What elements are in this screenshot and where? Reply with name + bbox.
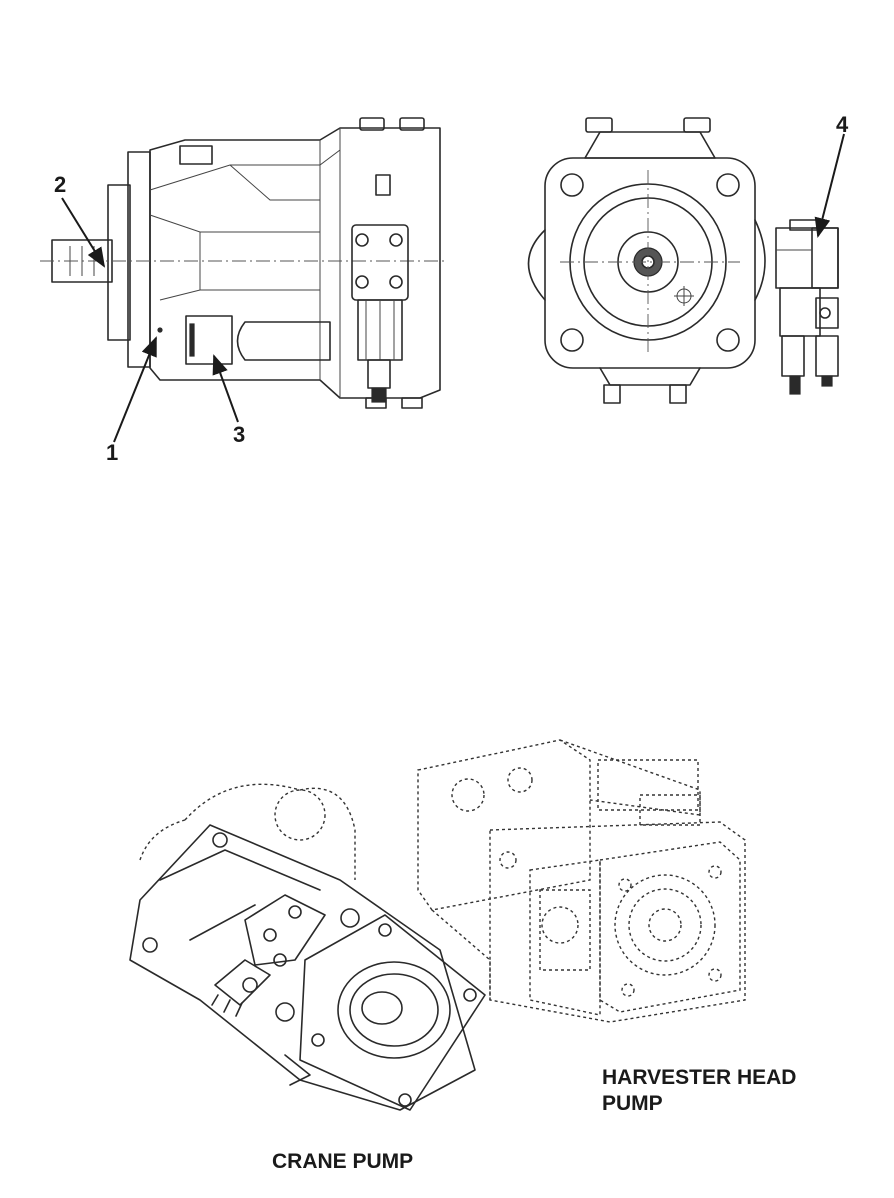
pressure-sensor-block [775,219,839,395]
callout-1-leader [113,336,157,443]
crane-pump [129,783,486,1111]
callout-3-leader [212,354,239,423]
callout-3: 3 [233,422,245,447]
harvester-caption-line2: PUMP [602,1092,663,1115]
name-plate [185,315,233,365]
pump-side-view [40,117,445,409]
pump-front-view [527,117,839,404]
mounting-flange [107,184,131,341]
callout-4: 4 [836,112,849,137]
callout-2-leader [61,197,106,268]
crane-front-flange [299,914,486,1111]
pump-housing [149,127,441,399]
harvester-caption-line1: HARVESTER HEAD [602,1066,796,1089]
crane-regulator [211,894,326,1017]
callout-4-leader [814,133,845,238]
front-flange [544,157,756,369]
callout-1: 1 [106,440,118,465]
callout-2: 2 [54,172,66,197]
regulator-valve [351,224,409,403]
crane-pump-caption: CRANE PUMP [272,1150,413,1173]
harvester-head-pump [417,739,746,1023]
